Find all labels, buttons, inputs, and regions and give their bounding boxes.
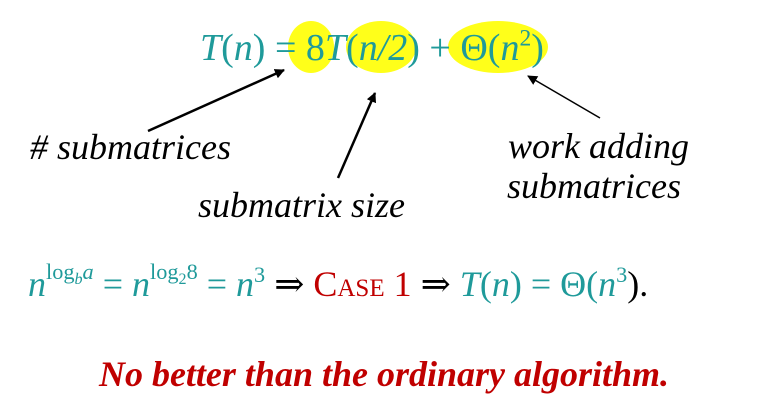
mt-T: T	[459, 264, 480, 304]
mt-equals: =	[93, 264, 133, 304]
eq-paren: )	[531, 27, 544, 69]
eq-plus: +	[419, 27, 461, 69]
mt-end: ).	[627, 264, 649, 304]
mt-log-base: 2	[178, 271, 187, 289]
master-theorem-line: nlogba = nlog28 = n3 ⇒ Case 1 ⇒ T(n) = Θ…	[28, 260, 648, 308]
implies-arrow: ⇒	[265, 264, 314, 304]
mt-exponent: log28	[150, 259, 198, 288]
eq-equals: =	[265, 27, 306, 69]
arrow-submatrices	[147, 68, 285, 133]
case-label: Case 1	[313, 264, 412, 304]
eq-T: T	[200, 27, 222, 69]
mt-equals: =	[521, 264, 561, 304]
eq-T: T	[324, 27, 347, 69]
mt-equals: =	[197, 264, 237, 304]
arrow-submatrix-size	[336, 92, 377, 179]
mt-log-arg: a	[82, 259, 94, 285]
mt-n: n	[491, 264, 510, 304]
recurrence-equation: T(n) = 8T(n/2) + Θ(n2)	[200, 24, 544, 72]
mt-exponent: 3	[254, 262, 266, 288]
label-work-submatrices: submatrices	[507, 166, 681, 206]
mt-paren: (	[479, 264, 492, 304]
arrow-work-adding	[527, 75, 601, 119]
mt-n: n	[132, 264, 151, 304]
mt-exponent: logba	[46, 259, 94, 288]
mt-paren: )	[509, 264, 522, 304]
eq-exponent: 2	[519, 25, 532, 52]
eq-paren: )	[407, 27, 420, 69]
submatrix-size-term: n/2	[358, 27, 408, 69]
mt-theta: Θ(	[560, 264, 599, 304]
highlight-count	[288, 21, 334, 73]
eq-paren: (	[221, 27, 234, 69]
conclusion-text: No better than the ordinary algorithm.	[98, 354, 670, 394]
mt-n: n	[236, 264, 255, 304]
eq-paren: )	[252, 27, 266, 69]
mt-log-base: b	[74, 271, 83, 289]
mt-exponent: 3	[616, 262, 628, 288]
eq-n: n	[500, 27, 520, 69]
mt-n: n	[598, 264, 617, 304]
submatrix-count: 8	[305, 27, 325, 69]
implies-arrow: ⇒	[411, 264, 460, 304]
label-submatrix-size: submatrix size	[198, 185, 405, 225]
mt-n: n	[28, 264, 46, 304]
label-work-adding: work adding	[508, 126, 690, 166]
mt-log: log	[46, 259, 75, 285]
eq-paren: (	[346, 27, 359, 69]
mt-log: log	[150, 259, 179, 285]
highlight-work	[448, 21, 548, 73]
highlight-size	[346, 21, 416, 73]
eq-theta: Θ(	[460, 27, 501, 69]
eq-n: n	[233, 27, 253, 69]
label-submatrices: # submatrices	[30, 127, 231, 167]
mt-log-arg: 8	[186, 259, 198, 285]
